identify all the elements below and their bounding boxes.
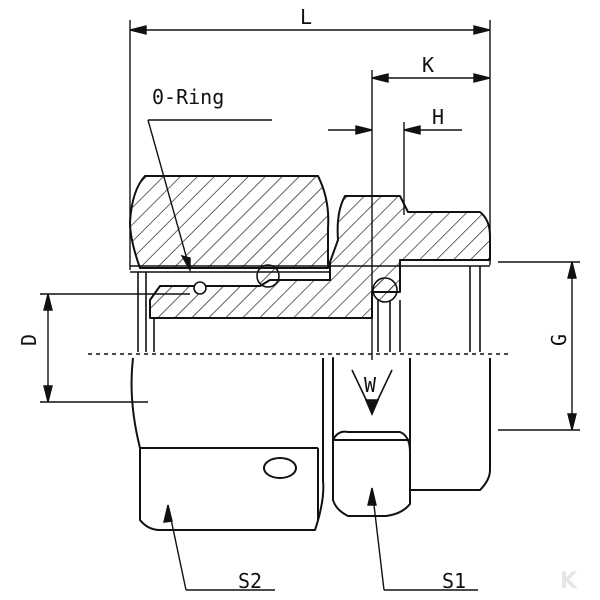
label-s1: S1 [442,569,466,593]
dimension-w [351,369,393,417]
nut-outline [130,357,325,531]
oring-seal [193,264,398,303]
label-oring: 0-Ring [152,85,224,109]
body-section [149,195,491,319]
label-s2: S2 [238,569,262,593]
label-h: H [432,105,444,129]
label-l: L [300,5,312,29]
dimension-d [40,293,190,403]
dimension-g [498,261,580,431]
s1-leader [367,487,478,591]
label-w: W [364,373,377,397]
label-k: K [422,53,434,77]
watermark-logo: K [560,569,578,594]
label-g: G [547,334,571,346]
label-d: D [17,334,41,346]
dimension-h [328,122,462,215]
body-outline [332,357,491,517]
nut-section [129,175,330,269]
bore-lines [130,265,490,352]
s2-leader [163,504,275,591]
